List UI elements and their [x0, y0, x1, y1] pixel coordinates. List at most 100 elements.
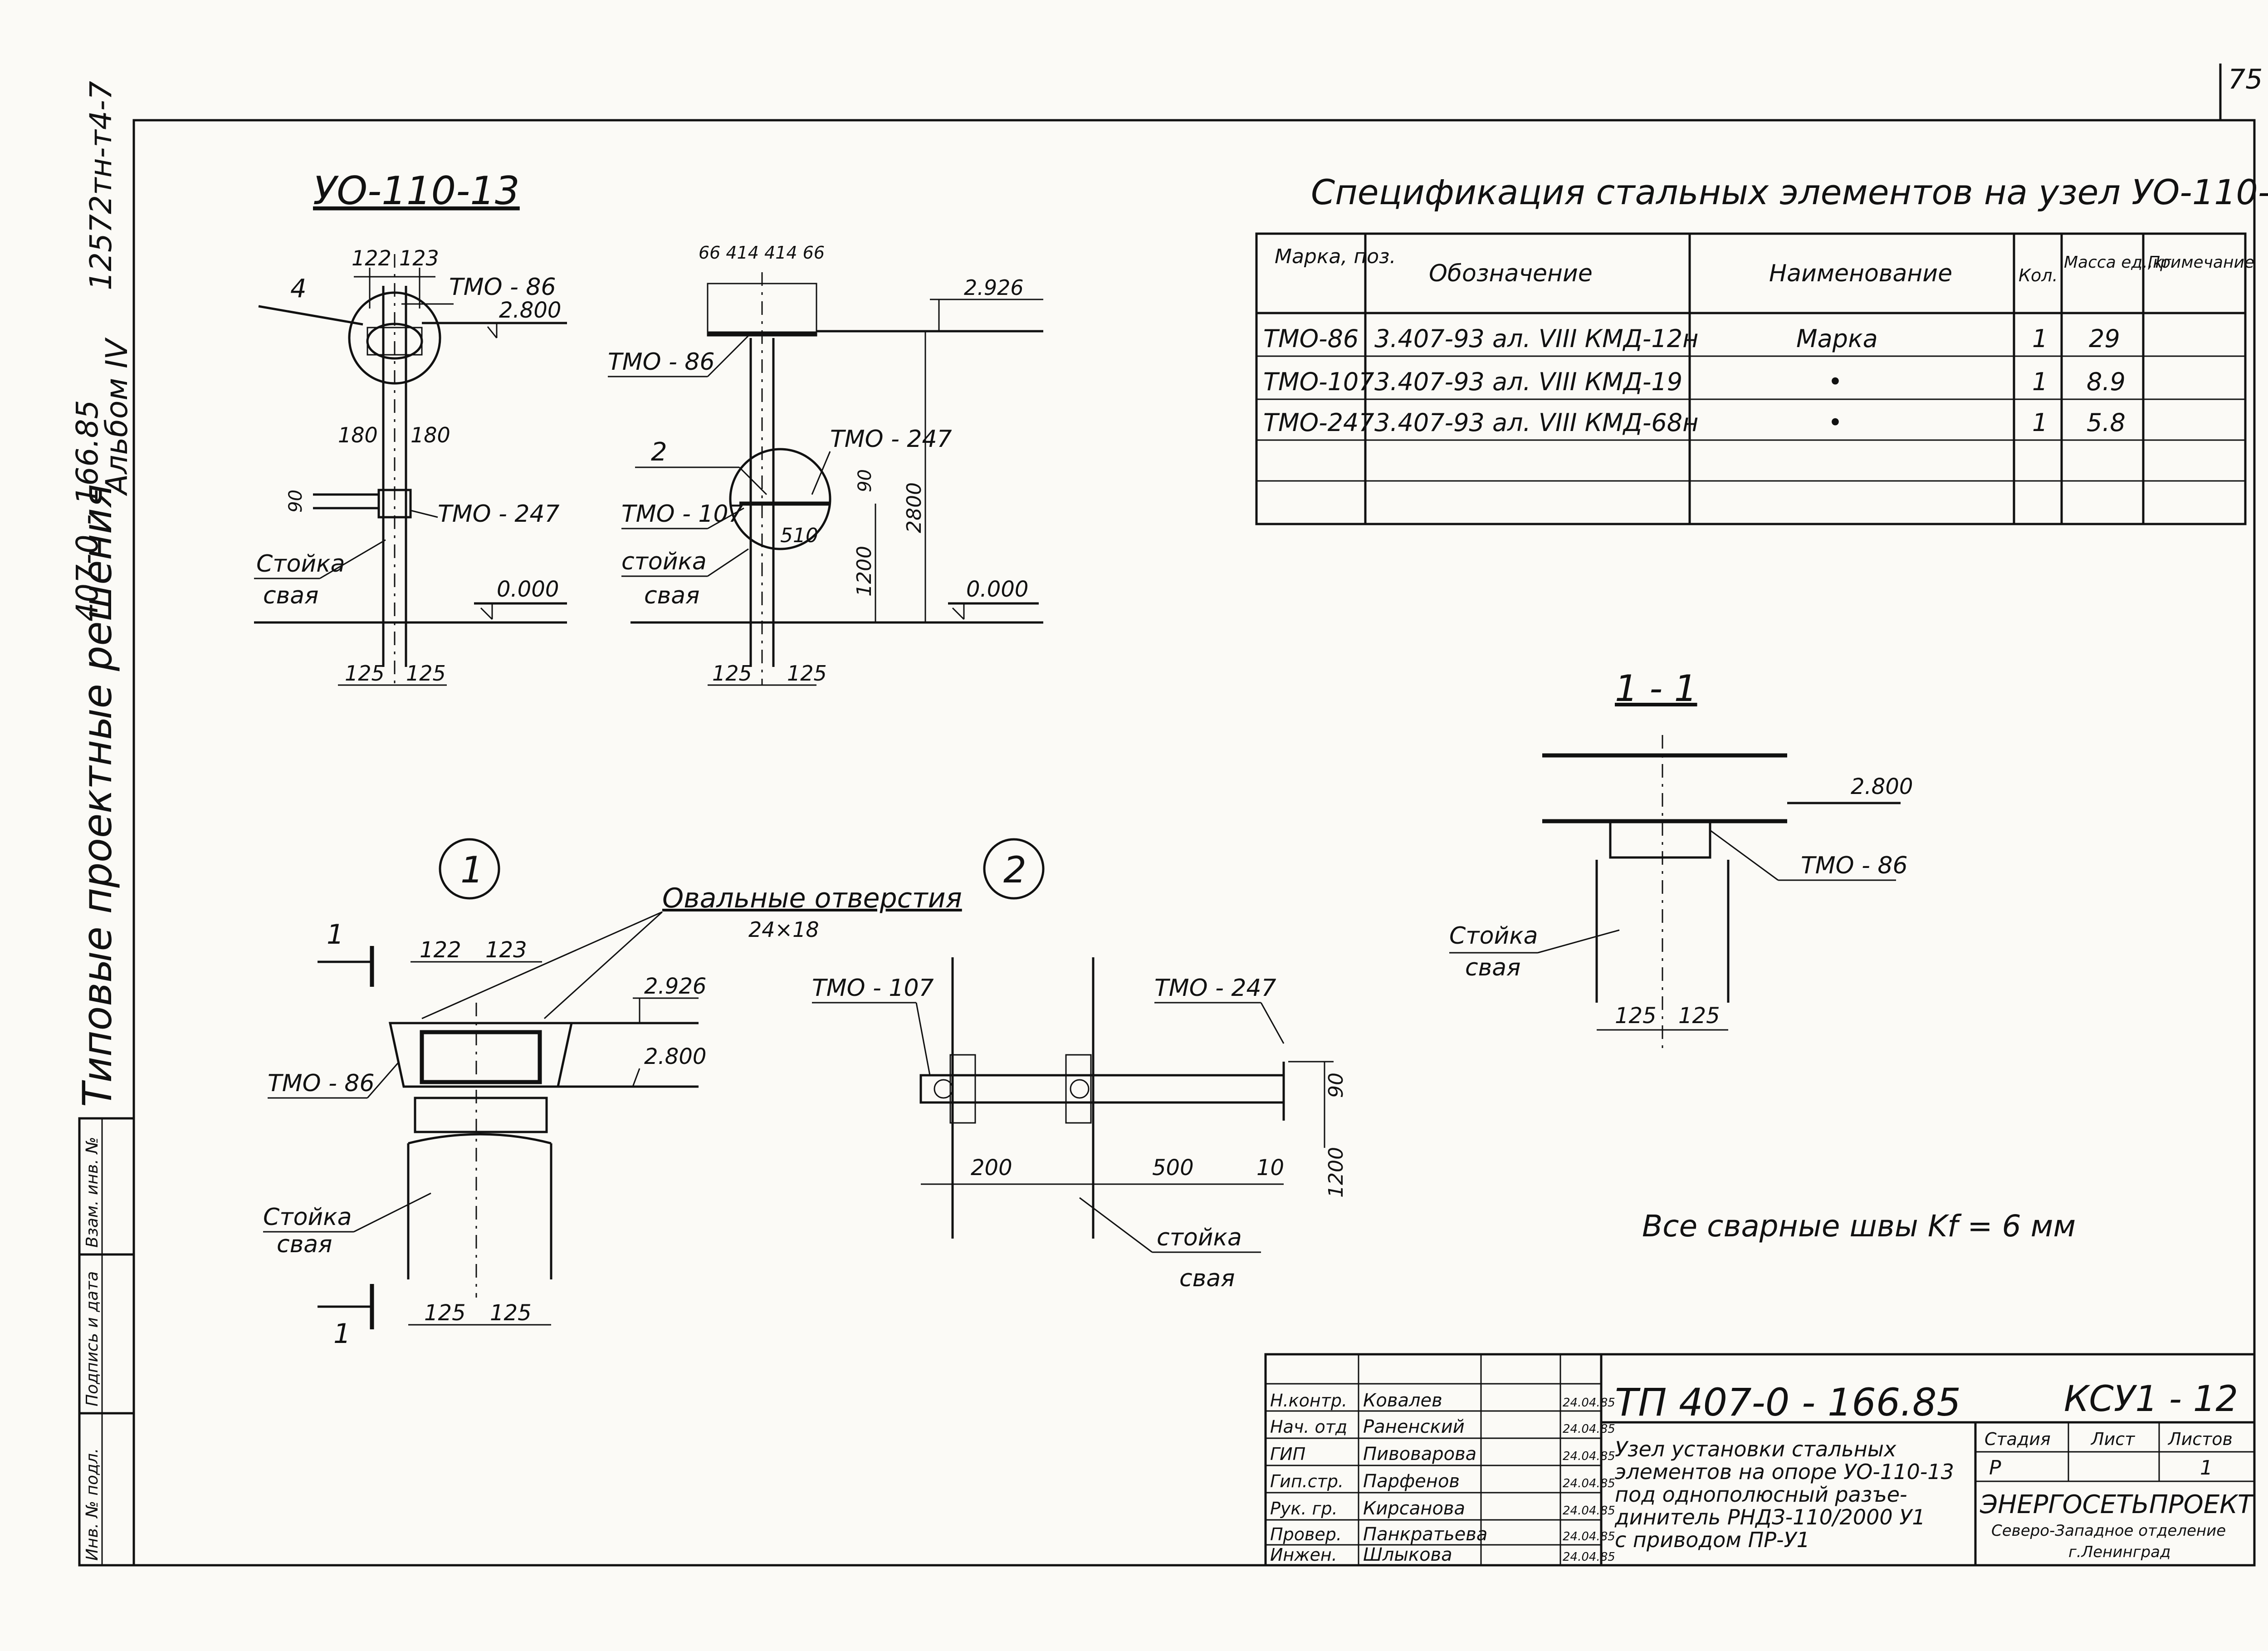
- tb-city: г.Ленинград: [2068, 1543, 2171, 1561]
- main-dim-180b: 180: [411, 423, 450, 447]
- side-dim-125a: 125: [712, 661, 752, 686]
- side-stamp: Инв. № подл. Подпись и дата Взам. инв. №: [78, 1117, 135, 1567]
- tb-name-5: Кирсанова: [1363, 1498, 1465, 1519]
- tb-doc-code: КСУ1 - 12: [2064, 1379, 2238, 1420]
- spec-row1-mass: 29: [2089, 324, 2120, 353]
- sheet-frame: [132, 64, 2256, 1567]
- tb-date-4: 24.04.85: [1563, 1477, 1615, 1490]
- tb-role-4: Гип.стр.: [1270, 1471, 1344, 1491]
- spec-row3-mark: ТМО-247: [1263, 408, 1374, 437]
- section-1-1: 1 - 1 2.800 ТМО - 86 Стойка свая 125 125: [1449, 667, 1913, 1048]
- node1-tmo86: ТМО - 86: [268, 1070, 375, 1097]
- node1-stoika: Стойка: [263, 1204, 352, 1231]
- tb-org-sub: Северо-Западное отделение: [1991, 1522, 2226, 1540]
- tb-date-1: 24.04.85: [1563, 1396, 1615, 1410]
- node2-tmo107: ТМО - 107: [812, 975, 934, 1002]
- node1-dim-122: 122: [420, 937, 461, 963]
- node2-dim-500: 500: [1152, 1155, 1194, 1181]
- tb-desc-5: с приводом ПР-У1: [1615, 1528, 1810, 1552]
- tb-date-5: 24.04.85: [1563, 1504, 1615, 1518]
- side-dim-1200: 1200: [853, 546, 876, 597]
- spec-table: Спецификация стальных элементов на узел …: [1255, 172, 2268, 525]
- tb-sheets-header: Листов: [2167, 1429, 2233, 1449]
- tb-date-6: 24.04.85: [1563, 1530, 1615, 1543]
- spec-row3-mass: 5.8: [2087, 408, 2126, 437]
- side-tmo86: ТМО - 86: [608, 348, 715, 376]
- left-margin: 12572тн-т4-7 407-0 - 166.85 Альбом IV Ти…: [70, 81, 134, 1107]
- stamp-replace: Взам. инв. №: [83, 1137, 102, 1248]
- section11-svaya: свая: [1465, 954, 1520, 981]
- side-elev-0: 0.000: [966, 577, 1028, 602]
- tb-desc-3: под однополюсный разъе-: [1615, 1482, 1907, 1507]
- main-dim-122: 122: [352, 246, 391, 270]
- section11-title: 1 - 1: [1615, 667, 1697, 710]
- tb-name-1: Ковалев: [1363, 1390, 1442, 1411]
- main-elev-0: 0.000: [497, 577, 559, 602]
- side-top-dims: 66 414 414 66: [699, 243, 825, 263]
- spec-row2-designation: 3.407-93 ал. VIII КМД-19: [1374, 367, 1682, 396]
- spec-row1-qty: 1: [2032, 324, 2048, 353]
- main-elev-2800: 2.800: [499, 298, 561, 323]
- node1-holes-label: Овальные отверстия: [662, 882, 962, 914]
- spec-row2-mass: 8.9: [2087, 367, 2126, 396]
- tb-sheet-header: Лист: [2090, 1429, 2136, 1449]
- spec-header-mark: Марка, поз.: [1275, 245, 1396, 268]
- title-block: Н.контр. Ковалев 24.04.85 Нач. отд Ранен…: [1264, 1353, 2256, 1567]
- side-tmo107: ТМО - 107: [621, 500, 743, 528]
- tb-desc-4: динитель РНДЗ-110/2000 У1: [1614, 1505, 1926, 1529]
- node1-svaya: свая: [277, 1231, 332, 1258]
- side-dim-2800: 2800: [903, 482, 926, 533]
- section11-dim-125b: 125: [1678, 1003, 1720, 1029]
- spec-header-designation: Обозначение: [1429, 260, 1593, 287]
- spec-row3-designation: 3.407-93 ал. VIII КМД-68н: [1374, 408, 1698, 437]
- main-dim-180a: 180: [338, 423, 378, 447]
- spec-row3-name: •: [1828, 408, 1843, 437]
- tb-code: ТП 407-0 - 166.85: [1615, 1380, 1961, 1425]
- tb-name-4: Парфенов: [1363, 1471, 1460, 1492]
- side-svaya: свая: [644, 582, 699, 609]
- side-dim-125b: 125: [787, 661, 827, 686]
- node1-section-mark-top: 1: [327, 919, 344, 950]
- node1-dim-123: 123: [485, 937, 527, 963]
- node2-svaya: свая: [1179, 1265, 1235, 1292]
- tb-role-1: Н.контр.: [1270, 1391, 1347, 1411]
- spec-header-name: Наименование: [1769, 260, 1952, 287]
- main-dim-125a: 125: [345, 661, 385, 686]
- tb-role-3: ГИП: [1270, 1444, 1305, 1464]
- node1-holes-size: 24×18: [748, 917, 819, 942]
- tb-stage-header: Стадия: [1984, 1429, 2051, 1449]
- main-dim-125b: 125: [406, 661, 446, 686]
- tb-name-6: Панкратьева: [1363, 1524, 1487, 1545]
- node2-dim-90: 90: [1325, 1073, 1348, 1098]
- tb-name-3: Пивоварова: [1363, 1444, 1476, 1465]
- node2-tmo247: ТМО - 247: [1154, 975, 1276, 1002]
- tb-role-5: Рук. гр.: [1270, 1499, 1338, 1519]
- stamp-inv: Инв. № подл.: [83, 1448, 102, 1561]
- spec-row2-name: •: [1828, 367, 1843, 396]
- series-code: 407-0 - 166.85: [70, 400, 105, 622]
- tb-org: ЭНЕРГОСЕТЬПРОЕКТ: [1980, 1490, 2255, 1519]
- tb-name-2: Раненский: [1363, 1416, 1465, 1437]
- main-view: УО-110-13 4 122 123 ТМО - 86 2.800 180 1…: [254, 168, 567, 686]
- main-tmo247: ТМО - 247: [438, 500, 560, 528]
- side-elev-2926: 2.926: [964, 275, 1024, 300]
- spec-row1-designation: 3.407-93 ал. VIII КМД-12н: [1374, 324, 1698, 353]
- main-tmo86: ТМО - 86: [449, 274, 556, 301]
- node2-dim-200: 200: [971, 1155, 1012, 1181]
- spec-row1-mark: ТМО-86: [1263, 324, 1359, 353]
- tb-name-7: Шлыкова: [1363, 1544, 1452, 1565]
- node2-dim-1200: 1200: [1325, 1147, 1348, 1198]
- side-callout-2: 2: [651, 437, 667, 467]
- tb-role-7: Инжен.: [1270, 1545, 1337, 1565]
- section11-stoika: Стойка: [1449, 922, 1538, 950]
- tb-date-7: 24.04.85: [1563, 1550, 1615, 1564]
- section11-elev-2800: 2.800: [1851, 774, 1913, 799]
- sheet-number: 75: [2228, 64, 2263, 95]
- spec-row3-qty: 1: [2032, 408, 2048, 437]
- callout-4: 4: [290, 274, 307, 304]
- spec-header-mass: Масса ед.,кг: [2064, 253, 2172, 272]
- tb-sheets: 1: [2200, 1456, 2213, 1480]
- spec-row2-mark: ТМО-107: [1263, 367, 1374, 396]
